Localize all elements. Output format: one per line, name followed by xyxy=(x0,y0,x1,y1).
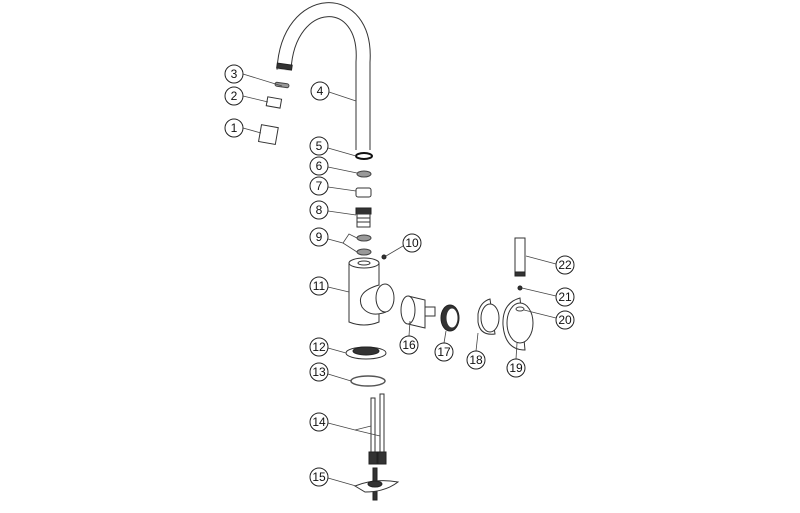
callout-13: 13 xyxy=(309,362,329,382)
leader-lines xyxy=(242,73,557,487)
callout-10: 10 xyxy=(402,233,422,253)
callout-20: 20 xyxy=(555,310,575,330)
svg-text:17: 17 xyxy=(437,345,451,359)
part-11-tap-body xyxy=(348,257,395,326)
svg-text:11: 11 xyxy=(313,279,326,293)
part-9-washer-a xyxy=(356,234,372,242)
callout-19: 19 xyxy=(506,358,526,378)
svg-text:10: 10 xyxy=(405,236,419,250)
callout-16: 16 xyxy=(399,335,419,355)
callout-18: 18 xyxy=(466,350,486,370)
svg-text:12: 12 xyxy=(312,340,326,354)
svg-text:18: 18 xyxy=(469,353,483,367)
svg-text:22: 22 xyxy=(558,258,572,272)
part-9-washer-b xyxy=(356,248,372,256)
part-12-base-plate xyxy=(345,346,387,360)
svg-text:8: 8 xyxy=(316,203,323,217)
part-10-grub-screw xyxy=(381,254,387,260)
svg-text:1: 1 xyxy=(231,121,238,135)
part-17-bearing xyxy=(440,304,460,332)
part-2-aerator xyxy=(265,96,283,109)
callout-1: 1 xyxy=(224,118,244,138)
svg-text:20: 20 xyxy=(558,313,572,327)
callout-15: 15 xyxy=(309,467,329,487)
svg-text:21: 21 xyxy=(558,290,572,304)
part-21-grub-screw xyxy=(517,285,523,291)
part-22-lever xyxy=(514,237,526,277)
callout-3: 3 xyxy=(224,64,244,84)
svg-text:16: 16 xyxy=(402,338,416,352)
callout-5: 5 xyxy=(309,136,329,156)
part-20-o-ring xyxy=(515,306,525,312)
part-5-o-ring xyxy=(355,152,373,160)
callout-22: 22 xyxy=(555,255,575,275)
svg-text:14: 14 xyxy=(312,415,326,429)
part-6-washer xyxy=(356,170,372,178)
svg-text:3: 3 xyxy=(231,67,238,81)
callout-14: 14 xyxy=(309,412,329,432)
callout-11: 11 xyxy=(309,276,329,296)
svg-text:5: 5 xyxy=(316,139,323,153)
part-13-gasket xyxy=(350,375,386,387)
svg-text:2: 2 xyxy=(231,89,238,103)
part-3-seal xyxy=(274,81,290,89)
part-7-nut xyxy=(355,187,372,198)
callout-17: 17 xyxy=(434,342,454,362)
svg-text:4: 4 xyxy=(317,84,324,98)
part-1-aerator-key xyxy=(257,124,279,146)
callout-12: 12 xyxy=(309,337,329,357)
svg-text:9: 9 xyxy=(316,230,323,244)
callout-4: 4 xyxy=(310,81,330,101)
part-8-connector xyxy=(355,207,372,228)
callout-7: 7 xyxy=(309,176,329,196)
part-4-spout xyxy=(276,2,371,150)
svg-text:19: 19 xyxy=(509,361,523,375)
callout-6: 6 xyxy=(309,156,329,176)
callout-21: 21 xyxy=(555,287,575,307)
callout-2: 2 xyxy=(224,86,244,106)
callout-8: 8 xyxy=(309,200,329,220)
svg-text:13: 13 xyxy=(312,365,326,379)
part-15-fixing-kit xyxy=(353,467,400,501)
svg-text:15: 15 xyxy=(312,470,326,484)
svg-text:7: 7 xyxy=(316,179,323,193)
part-18-shroud xyxy=(477,298,500,335)
part-16-cartridge xyxy=(400,295,436,329)
callout-9: 9 xyxy=(309,227,329,247)
svg-text:6: 6 xyxy=(316,159,323,173)
part-19-handle xyxy=(502,297,534,351)
part-14-flexible-hoses xyxy=(368,393,387,465)
